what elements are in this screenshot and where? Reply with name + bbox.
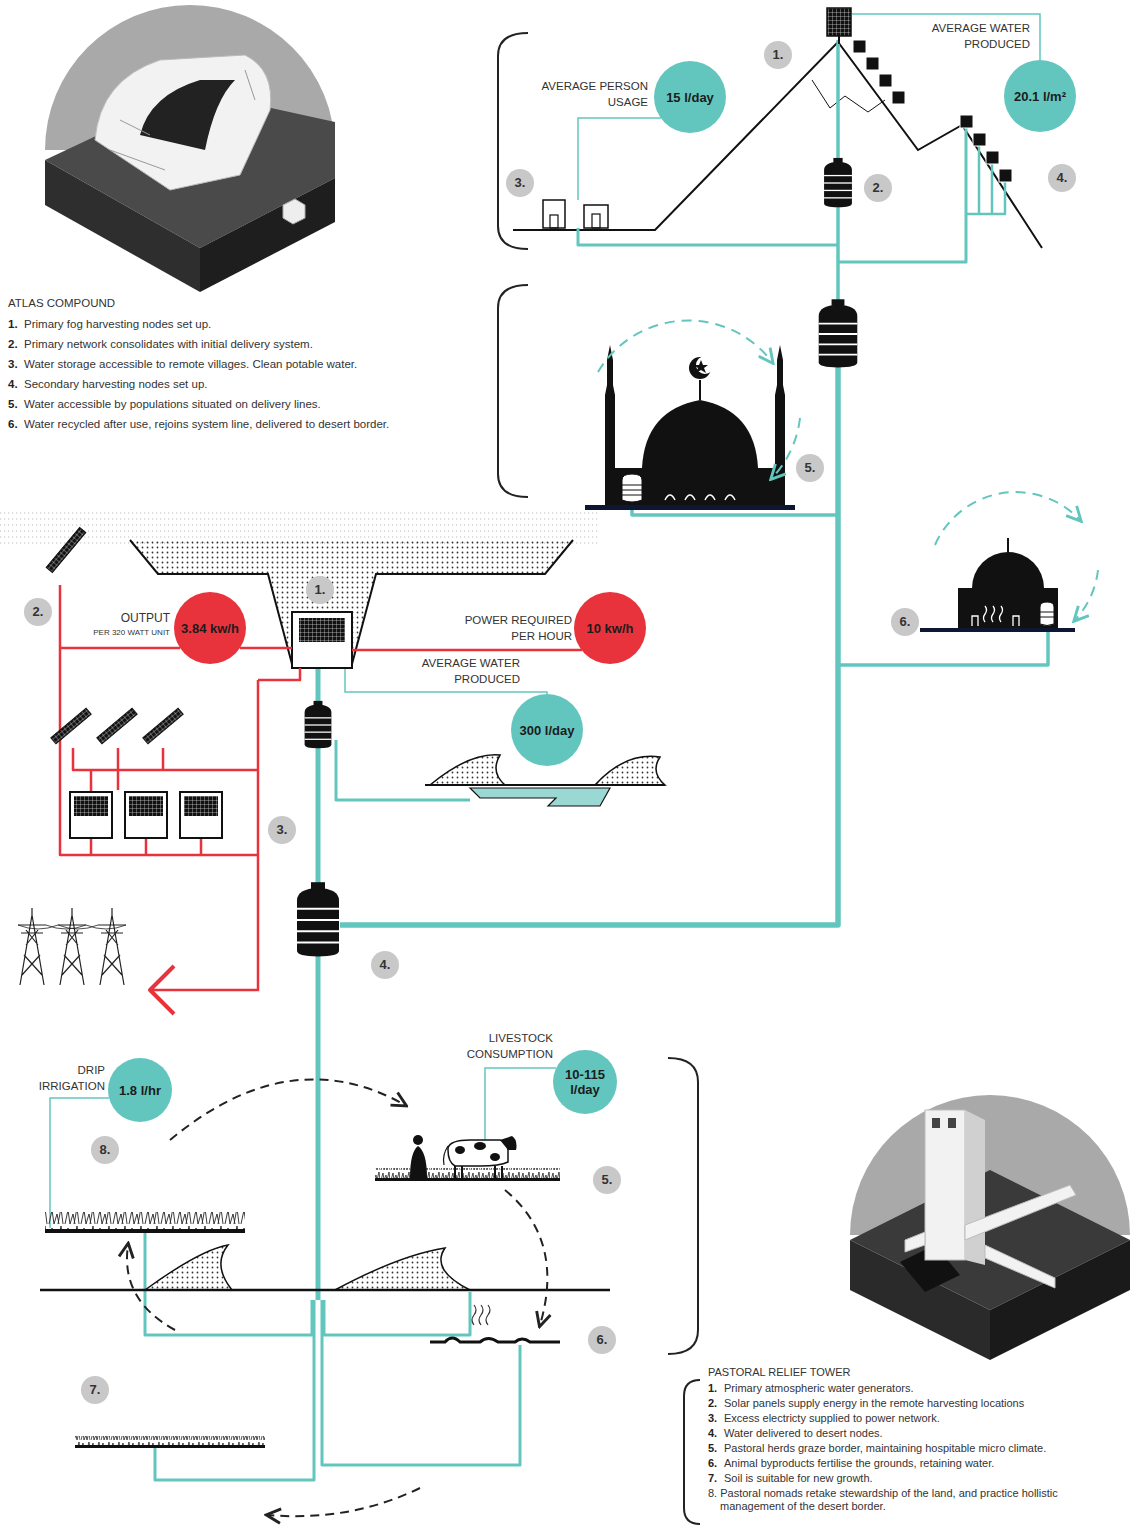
pastoral-model <box>850 1095 1130 1360</box>
mountain <box>513 42 1042 248</box>
callout-number: 6. <box>588 1326 616 1354</box>
mosque <box>585 320 800 510</box>
list-row: 3.Water storage accessible to remote vil… <box>8 357 478 372</box>
list-row: 2.Solar panels supply energy in the remo… <box>708 1397 1108 1410</box>
annotation: AVERAGE PERSON USAGE <box>538 78 648 110</box>
fog-lines <box>0 513 600 543</box>
value-circle: 15 l/day <box>654 61 726 133</box>
list-number: 4. <box>708 1427 724 1440</box>
value-circle: 10-115 l/day <box>553 1050 617 1114</box>
atlas-model <box>45 5 335 292</box>
list-number: 1. <box>708 1382 724 1395</box>
value-circle: 300 l/day <box>511 694 583 766</box>
list-number: 5. <box>8 397 24 412</box>
list-text: Excess electricty supplied to power netw… <box>724 1412 1108 1425</box>
list-row: 3.Excess electricty supplied to power ne… <box>708 1412 1108 1425</box>
value-text: 300 l/day <box>520 723 575 738</box>
bathhouse <box>920 492 1098 632</box>
list-text: Animal byproducts fertilise the grounds,… <box>724 1457 1108 1470</box>
list-text: Primary atmospheric water generators. <box>724 1382 1108 1395</box>
callout-number: 1. <box>764 41 792 69</box>
pylon <box>18 908 126 985</box>
list-row: 6.Water recycled after use, rejoins syst… <box>8 417 478 432</box>
water-pipe <box>145 40 1048 1480</box>
power-wire <box>60 585 582 1014</box>
list-number: 3. <box>708 1412 724 1425</box>
value-circle: 10 kw/h <box>574 592 646 664</box>
list-number: 5. <box>708 1442 724 1455</box>
generator-unit <box>70 792 222 838</box>
list-number: 6. <box>8 417 24 432</box>
list-row: 1.Primary atmospheric water generators. <box>708 1382 1108 1395</box>
annotation: DRIP IRRIGATION <box>20 1062 105 1094</box>
list-row: 5.Pastoral herds graze border, maintaini… <box>708 1442 1108 1455</box>
callout-number: 5. <box>796 454 824 482</box>
list-number: 2. <box>8 337 24 352</box>
list-row: 2.Primary network consolidates with init… <box>8 337 478 352</box>
value-text: 3.84 kw/h <box>181 621 239 636</box>
value-text: 10-115 l/day <box>560 1067 610 1097</box>
value-circle: 3.84 kw/h <box>174 592 246 664</box>
list-row: 5.Water accessible by populations situat… <box>8 397 478 412</box>
value-text: 10 kw/h <box>587 621 634 636</box>
value-text: 15 l/day <box>666 90 714 105</box>
list-number: 1. <box>8 317 24 332</box>
list-row: 7.Soil is suitable for new growth. <box>708 1472 1108 1485</box>
list-row: 1.Primary fog harvesting nodes set up. <box>8 317 478 332</box>
list-text: Water recycled after use, rejoins system… <box>24 417 478 432</box>
annotation: AVERAGE WATER PRODUCED <box>918 20 1030 52</box>
list-text: Water delivered to desert nodes. <box>724 1427 1108 1440</box>
callout-number: 3. <box>506 169 534 197</box>
list-text: Primary network consolidates with initia… <box>24 337 478 352</box>
annotation: POWER REQUIRED PER HOUR <box>462 612 572 644</box>
callout-number: 4. <box>371 951 399 979</box>
fog-net <box>827 8 1012 182</box>
callout-number: 4. <box>1048 164 1076 192</box>
value-circle: 1.8 l/hr <box>108 1058 172 1122</box>
list-text: Primary fog harvesting nodes set up. <box>24 317 478 332</box>
leader-line <box>50 14 1040 1228</box>
callout-number: 2. <box>24 598 52 626</box>
annotation: AVERAGE WATER PRODUCED <box>405 655 520 687</box>
callout-number: 7. <box>81 1376 109 1404</box>
list-heading: ATLAS COMPOUND <box>8 296 478 311</box>
value-circle: 20.1 l/m² <box>1004 60 1076 132</box>
callout-number: 3. <box>268 816 296 844</box>
list-row: 4.Secondary harvesting nodes set up. <box>8 377 478 392</box>
desert-scene <box>40 1079 610 1516</box>
value-text: 1.8 l/hr <box>119 1083 161 1098</box>
value-text: 20.1 l/m² <box>1014 89 1066 104</box>
callout-number: 8. <box>91 1136 119 1164</box>
numbered-list: PASTORAL RELIEF TOWER 1.Primary atmospher… <box>708 1366 1108 1515</box>
callout-number: 6. <box>891 608 919 636</box>
list-number: 7. <box>708 1472 724 1485</box>
list-number: 6. <box>708 1457 724 1470</box>
numbered-list: ATLAS COMPOUND 1.Primary fog harvesting n… <box>8 296 478 437</box>
list-number: 4. <box>8 377 24 392</box>
annotation: LIVESTOCK CONSUMPTION <box>440 1030 553 1062</box>
list-text: Solar panels supply energy in the remote… <box>724 1397 1108 1410</box>
list-row: 4.Water delivered to desert nodes. <box>708 1427 1108 1440</box>
callout-number: 5. <box>593 1166 621 1194</box>
callout-number: 2. <box>864 174 892 202</box>
list-text: 8. Pastoral nomads retake stewardship of… <box>708 1487 1108 1513</box>
list-text: Soil is suitable for new growth. <box>724 1472 1108 1485</box>
list-text: Water storage accessible to remote villa… <box>24 357 478 372</box>
annotation: PER 320 WATT UNIT <box>40 628 170 638</box>
list-number: 2. <box>708 1397 724 1410</box>
list-number: 3. <box>8 357 24 372</box>
annotation: OUTPUT <box>60 610 170 626</box>
list-text: Secondary harvesting nodes set up. <box>24 377 478 392</box>
callout-number: 1. <box>306 576 334 604</box>
list-text: Pastoral herds graze border, maintaining… <box>724 1442 1108 1455</box>
list-row: 6.Animal byproducts fertilise the ground… <box>708 1457 1108 1470</box>
list-text: Water accessible by populations situated… <box>24 397 478 412</box>
bracket <box>498 33 700 1524</box>
list-heading: PASTORAL RELIEF TOWER <box>708 1366 1108 1379</box>
